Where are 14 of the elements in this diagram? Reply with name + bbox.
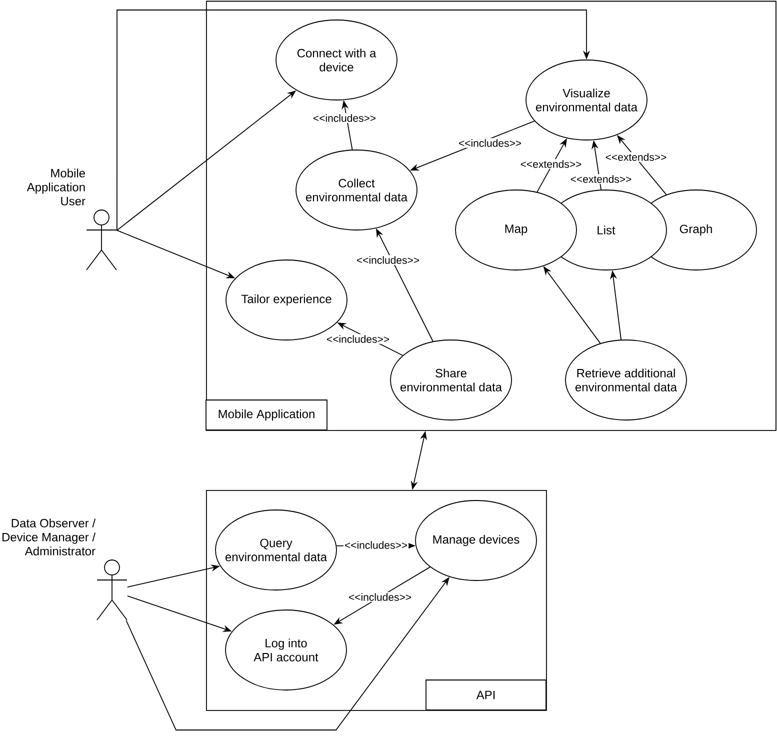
edge-label: <<includes>> xyxy=(457,138,523,148)
edge-label: <<includes>> xyxy=(347,592,413,602)
system-name-tab: API xyxy=(426,680,546,710)
actor-label: Mobile Application User xyxy=(26,168,86,206)
edge-label: <<includes>> xyxy=(343,540,409,550)
edge-label: <<extends>> xyxy=(519,159,583,169)
system-name-tab: Mobile Application xyxy=(206,400,328,430)
edge-label: <<includes>> xyxy=(355,255,421,265)
edge-label: <<extends>> xyxy=(604,152,668,162)
edge-label: <<includes>> xyxy=(312,113,378,123)
arrow xyxy=(116,10,590,231)
edge-label: <<includes>> xyxy=(325,334,391,344)
actor-label: Data Observer / Device Manager / Administrator xyxy=(2,518,96,556)
edge-label: <<extends>> xyxy=(569,174,633,184)
